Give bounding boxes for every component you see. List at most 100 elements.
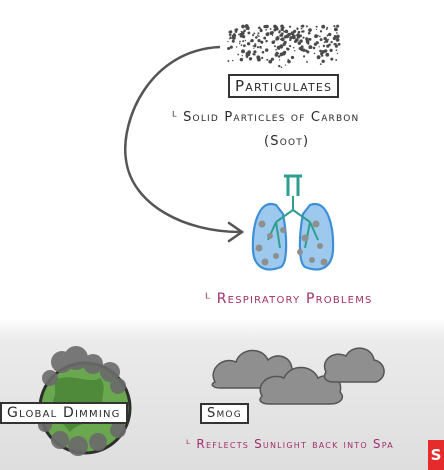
soot-particle	[325, 52, 330, 57]
soot-particle	[335, 49, 338, 52]
soot-particle	[286, 47, 290, 51]
channel-badge[interactable]: S	[428, 440, 444, 470]
soot-particle	[274, 53, 279, 57]
soot-particle	[312, 46, 316, 50]
soot-particle	[332, 36, 336, 40]
soot-particle	[326, 34, 329, 37]
soot-particle	[278, 31, 281, 34]
soot-particle	[314, 34, 318, 39]
soot-particle	[277, 55, 281, 58]
soot-particle	[295, 34, 298, 36]
soot-particle	[239, 40, 241, 43]
soot-particle	[257, 56, 260, 60]
soot-particle	[269, 31, 274, 36]
soot-particle	[258, 26, 261, 30]
soot-particle	[272, 34, 274, 37]
soot-particle	[240, 31, 245, 35]
soot-particle	[324, 49, 328, 53]
soot-particle	[257, 39, 261, 43]
soot-particle	[294, 50, 296, 52]
soot-particle	[256, 34, 259, 36]
soot-particle	[326, 26, 329, 29]
soot-particle	[268, 59, 273, 64]
soot-particle	[336, 24, 340, 28]
soot-particle	[235, 28, 238, 30]
reflects-sunlight-label: ᴸ Reflects Sunlight back into Spa	[186, 437, 394, 451]
soot-particle	[300, 27, 303, 30]
soot-particle	[278, 59, 281, 61]
soot-particle	[290, 31, 295, 36]
soot-particle	[336, 52, 339, 55]
soot-particle	[305, 39, 310, 44]
soot-particle	[282, 50, 287, 55]
soot-particle	[249, 40, 252, 42]
lungs-icon	[251, 174, 335, 271]
soot-particle	[257, 32, 260, 35]
soot-particle	[229, 36, 232, 40]
soot-particle	[232, 59, 234, 62]
soot-particle	[271, 40, 275, 44]
soot-particle	[320, 54, 324, 57]
soot-particle	[319, 35, 321, 38]
soot-particle	[240, 44, 243, 46]
soot-particle	[264, 48, 269, 52]
soot-particle	[242, 40, 245, 43]
soot-particle	[258, 35, 260, 38]
soot-particle	[228, 38, 230, 40]
soot-particle	[308, 37, 312, 41]
soot-particle	[302, 36, 305, 39]
soot-particle	[263, 36, 267, 40]
soot-description-line1: ᴸ Solid Particles of Carbon	[172, 110, 360, 125]
soot-particle	[266, 58, 269, 61]
soot-particle	[319, 63, 322, 65]
soot-particle	[289, 44, 292, 48]
soot-particle	[277, 52, 280, 55]
soot-particle	[315, 25, 318, 28]
soot-particle	[291, 34, 296, 39]
soot-particle	[241, 49, 245, 54]
soot-description-line2: (Soot)	[264, 134, 310, 149]
soot-particles	[227, 24, 341, 69]
soot-particle	[243, 44, 246, 48]
earth-icon	[38, 346, 132, 456]
soot-particle	[275, 36, 280, 40]
soot-particle	[330, 41, 333, 44]
soot-particle	[305, 25, 308, 28]
respiratory-problems-label: ᴸ Respiratory Problems	[205, 291, 373, 307]
soot-particle	[289, 25, 292, 28]
soot-particle	[301, 24, 304, 28]
soot-particle	[238, 33, 240, 36]
soot-particle	[335, 58, 338, 61]
soot-particle	[242, 34, 245, 37]
soot-particle	[238, 42, 241, 45]
soot-particle	[247, 50, 251, 55]
soot-particle	[253, 50, 257, 54]
soot-particle	[237, 53, 240, 56]
soot-particle	[316, 55, 321, 60]
soot-particle	[255, 43, 257, 45]
soot-particle	[227, 59, 230, 62]
soot-particle	[326, 39, 329, 41]
soot-particle	[303, 55, 306, 58]
soot-particle	[279, 44, 284, 49]
soot-particle	[330, 57, 334, 61]
soot-particle	[274, 45, 276, 48]
soot-particle	[289, 36, 293, 40]
soot-particle	[251, 34, 255, 37]
soot-particle	[296, 33, 301, 37]
soot-particle	[334, 44, 339, 48]
soot-particle	[297, 41, 301, 45]
soot-particle	[280, 37, 285, 42]
soot-particle	[273, 24, 277, 29]
soot-particle	[318, 46, 320, 48]
curved-arrow	[124, 45, 245, 243]
soot-particle	[265, 39, 268, 43]
soot-particle	[333, 27, 338, 32]
soot-particle	[299, 34, 303, 38]
soot-particle	[302, 30, 305, 33]
soot-particle	[260, 40, 264, 44]
soot-particle	[275, 52, 277, 54]
soot-particle	[275, 48, 277, 51]
soot-particle	[244, 24, 249, 29]
soot-particle	[297, 30, 301, 34]
